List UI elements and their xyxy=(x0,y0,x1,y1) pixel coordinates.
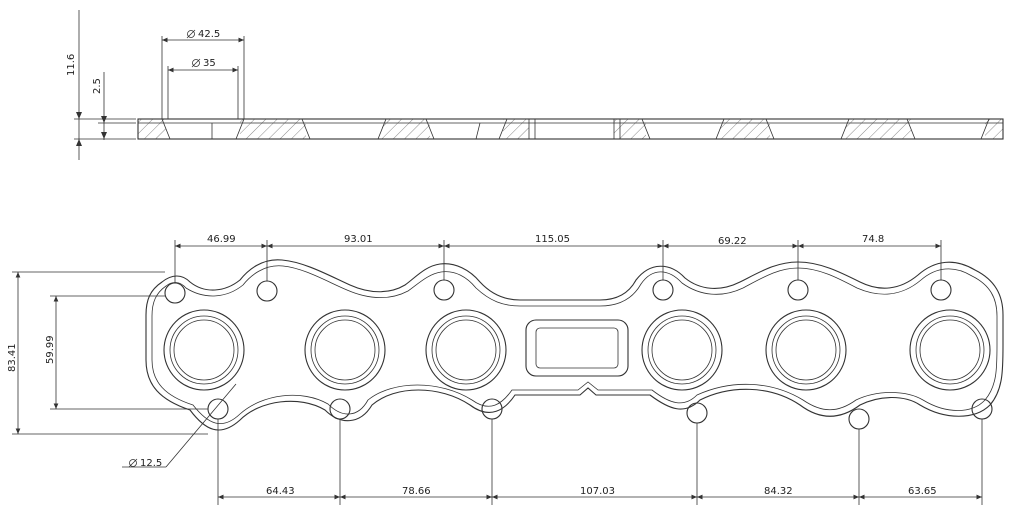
exhaust-port-3 xyxy=(425,309,507,391)
exhaust-port-5 xyxy=(765,309,847,391)
exhaust-port-1 xyxy=(163,309,245,391)
exhaust-port-6 xyxy=(909,309,991,391)
bottom-dim-2: 78.66 xyxy=(402,486,431,497)
hole-spacing-label: 59.99 xyxy=(45,335,56,364)
exhaust-port-4 xyxy=(641,309,723,391)
exhaust-ports xyxy=(163,309,991,391)
left-vertical-dimensions: 83.41 59.99 xyxy=(7,271,208,435)
outer-diameter-label: 42.5 xyxy=(198,29,220,40)
top-dim-2: 93.01 xyxy=(344,234,373,245)
top-dimension-chain: 46.99 93.01 115.05 69.22 74.8 xyxy=(174,234,942,283)
bottom-dim-1: 64.43 xyxy=(266,486,295,497)
top-view: 46.99 93.01 115.05 69.22 74.8 64.43 78.6… xyxy=(7,234,1004,505)
dimension-outer-diameter: 42.5 xyxy=(162,29,244,43)
center-slot xyxy=(525,319,629,377)
step-thickness-label: 2.5 xyxy=(92,78,103,94)
top-dim-3: 115.05 xyxy=(535,234,570,245)
bottom-dimension-chain: 64.43 78.66 107.03 84.32 63.65 xyxy=(217,419,983,505)
inner-diameter-label: 35 xyxy=(203,58,216,69)
bolt-holes-bottom xyxy=(207,398,993,430)
bottom-dim-4: 84.32 xyxy=(764,486,793,497)
side-view: 42.5 35 11.6 2.5 xyxy=(66,10,1004,160)
side-view-port-bores xyxy=(161,118,990,140)
bottom-dim-3: 107.03 xyxy=(580,486,615,497)
top-dim-4: 69.22 xyxy=(718,236,747,247)
exhaust-port-2 xyxy=(304,309,386,391)
top-dim-1: 46.99 xyxy=(207,234,236,245)
total-thickness-label: 11.6 xyxy=(66,54,77,76)
bottom-dim-5: 63.65 xyxy=(908,486,937,497)
top-dim-5: 74.8 xyxy=(862,234,884,245)
dimension-inner-diameter: 35 xyxy=(168,58,238,73)
overall-height-label: 83.41 xyxy=(7,343,18,372)
side-view-center-opening xyxy=(528,119,621,139)
bolt-hole-diameter-label: 12.5 xyxy=(140,458,162,469)
bolt-hole-diameter-callout: 12.5 xyxy=(122,383,237,469)
gasket-outer-outline xyxy=(145,259,1004,431)
dimension-thickness: 11.6 2.5 xyxy=(66,10,136,160)
side-view-hatched-sections xyxy=(138,119,1003,139)
